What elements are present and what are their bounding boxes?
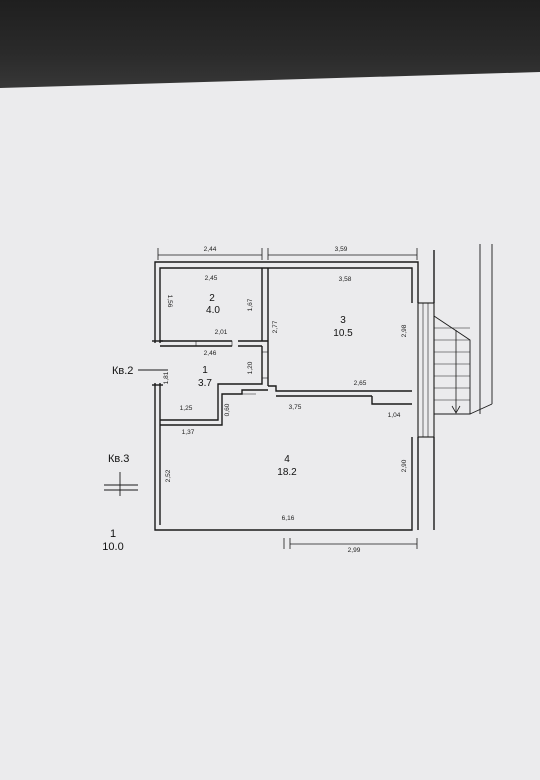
room-2-number: 2 [209,293,215,304]
stair-arrow-icon [451,405,461,414]
dim-r3-top: 3,58 [339,276,352,283]
dim-r2-bottom: 2,01 [215,329,228,336]
paper [0,72,540,780]
dim-r3-right: 2,98 [401,324,408,337]
dim-top-right: 3,59 [335,246,348,253]
dim-r1-right: 1,20 [247,361,254,374]
balcony-wall [417,302,435,438]
kv3-label: Кв.3 [108,453,129,465]
dim-r2-right: 1,67 [247,298,254,311]
dim-r1-bottom: 1,25 [180,405,193,412]
dim-corridor: 3,75 [289,404,302,411]
kv2-label: Кв.2 [112,365,133,377]
outer-wall-top [154,261,419,343]
dim-r1-step: 0,60 [224,403,231,416]
dim-r2-left: 1,56 [166,295,173,308]
room-2-area: 4.0 [206,305,220,316]
dim-r4-right: 2,90 [401,459,408,472]
room-1-area: 3.7 [198,378,212,389]
room-1-number: 1 [202,365,208,376]
dim-top-left: 2,44 [204,246,217,253]
dim-notch: 1,04 [388,412,401,419]
dim-r4-left: 2,52 [165,469,172,482]
dim-r4-top-left: 1,37 [182,429,195,436]
apartment-area: 10.0 [102,541,123,553]
door-room1 [261,351,269,379]
dim-r2-top: 2,45 [205,275,218,282]
dim-r1-top: 2,46 [204,350,217,357]
apartment-number: 1 [110,528,116,540]
dim-r3-left: 2,77 [272,320,279,333]
room-3-area: 10.5 [333,328,353,339]
dim-r4-bottom: 6,16 [282,515,295,522]
room-4-number: 4 [284,454,290,465]
dim-r1-left: 1,81 [163,371,170,384]
room-3-number: 3 [340,315,346,326]
room-4-area: 18.2 [277,467,297,478]
door-room2 [195,340,233,347]
dim-outer-bottom: 2,99 [348,547,361,554]
dim-r3-bottom: 2,65 [354,380,367,387]
